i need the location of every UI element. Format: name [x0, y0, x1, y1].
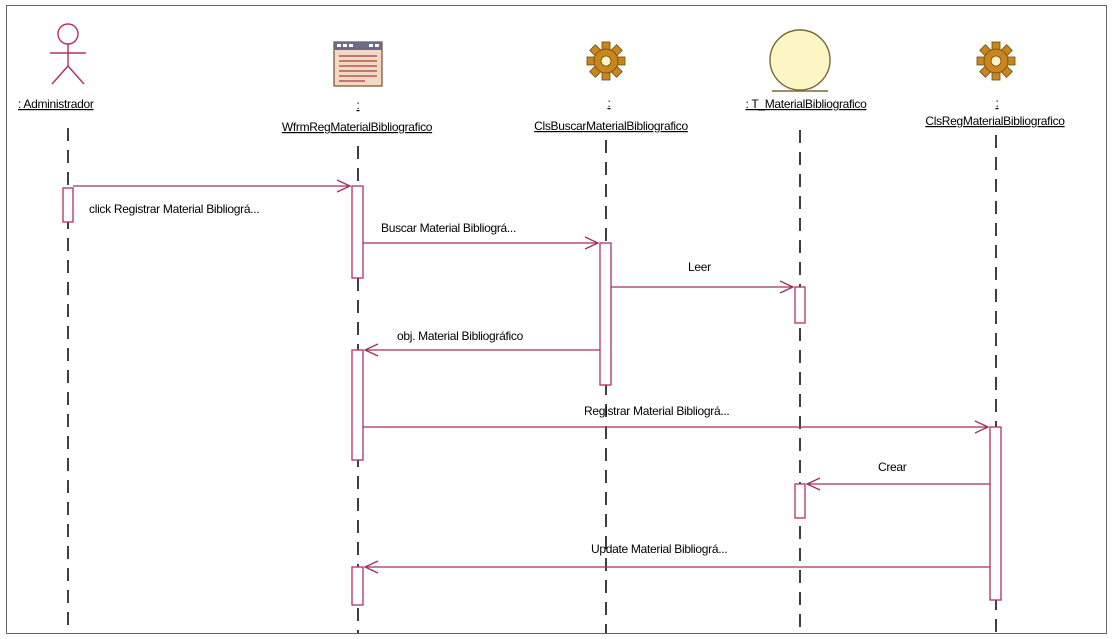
activation-bar	[62, 187, 74, 223]
activation-bar	[794, 483, 806, 519]
gear-icon	[976, 41, 1016, 81]
activation-bar	[351, 349, 364, 461]
activation-bar	[351, 566, 364, 606]
object-colon-buscar: :	[607, 96, 610, 110]
object-colon-reg: :	[995, 96, 998, 110]
object-label-actor: : Administrador	[18, 97, 94, 111]
arrowhead	[584, 236, 600, 250]
message-label: click Registrar Material Bibliográ...	[89, 202, 259, 216]
actor-icon	[50, 23, 86, 85]
message-label: Update Material Bibliográ...	[591, 542, 727, 556]
arrowhead	[779, 280, 795, 294]
object-colon-form: :	[356, 98, 359, 112]
message-label: Registrar Material Bibliográ...	[584, 404, 729, 418]
message-label: Buscar Material Bibliográ...	[381, 221, 516, 235]
arrowhead	[974, 420, 990, 434]
entity-icon	[769, 29, 831, 92]
message-label: obj. Material Bibliográfico	[397, 329, 524, 343]
activation-bar	[351, 185, 364, 279]
object-label-reg: ClsRegMaterialBibliografico	[925, 114, 1065, 128]
message-label: Leer	[688, 260, 711, 274]
diagram-frame	[6, 5, 1107, 634]
arrowhead	[363, 343, 379, 357]
gear-icon	[586, 41, 626, 81]
window-form-icon	[333, 41, 383, 87]
message-label: Crear	[878, 460, 907, 474]
activation-bar	[599, 242, 612, 386]
activation-bar	[989, 426, 1002, 601]
object-label-entity: : T_MaterialBibliografico	[745, 97, 867, 111]
object-label-form: WfrmRegMaterialBibliografico	[282, 120, 433, 134]
arrowhead	[336, 179, 352, 193]
arrowhead	[805, 477, 821, 491]
object-label-buscar: ClsBuscarMaterialBibliografico	[534, 119, 688, 133]
activation-bar	[794, 286, 806, 324]
arrowhead	[363, 560, 379, 574]
